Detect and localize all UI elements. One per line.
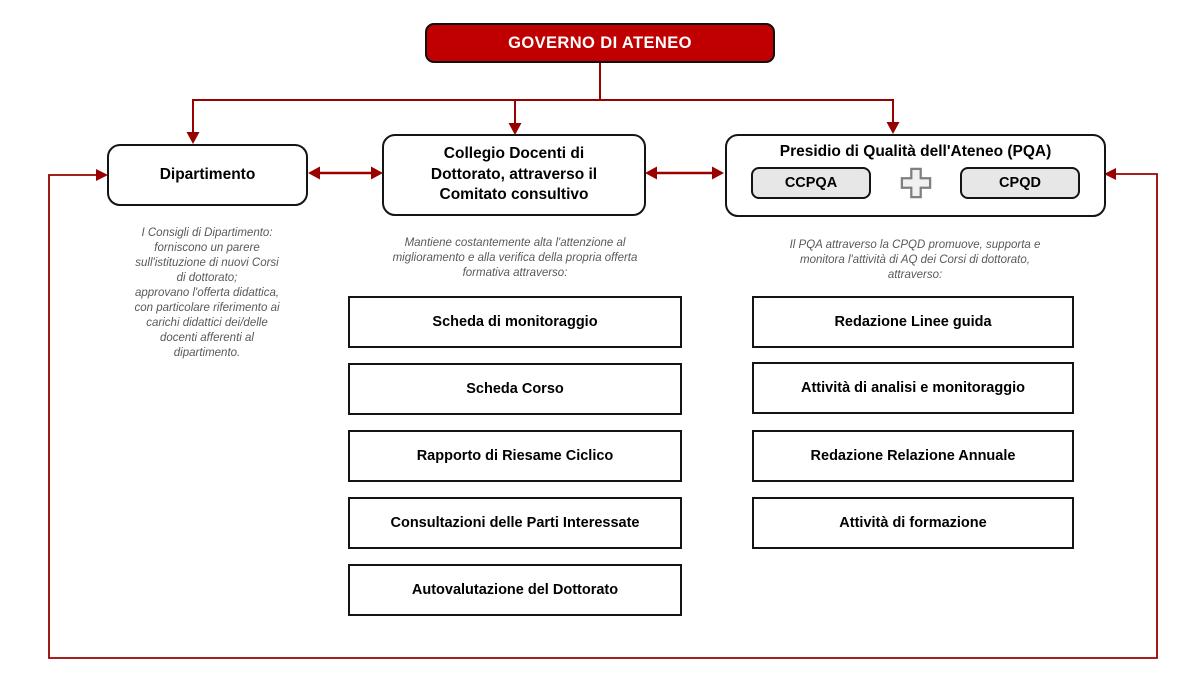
dipartimento-box: Dipartimento — [107, 144, 308, 206]
collegio-item-autovalutazione: Autovalutazione del Dottorato — [348, 564, 682, 616]
collegio-description: Mantiene costantemente alta l'attenzione… — [392, 237, 638, 279]
loop-arrow-into-pqa-icon — [1104, 168, 1116, 180]
loop-arrow-into-dipartimento-icon — [96, 169, 108, 181]
collegio-item-scheda-corso: Scheda Corso — [348, 363, 682, 415]
governo-di-ateneo-box: GOVERNO DI ATENEO — [425, 23, 775, 63]
collegio-docenti-box: Collegio Docenti di Dottorato, attravers… — [382, 134, 646, 216]
cpqd-label: CPQD — [999, 175, 1041, 191]
collegio-item-riesame-ciclico: Rapporto di Riesame Ciclico — [348, 430, 682, 482]
arrow-right-into-collegio-icon — [371, 166, 383, 180]
arrow-down-dipartimento-icon — [186, 132, 200, 144]
feedback-loop-line — [48, 173, 1158, 659]
pqa-title: Presidio di Qualità dell'Ateneo (PQA) — [779, 143, 1052, 160]
pqa-description: Il PQA attraverso la CPQD promuove, supp… — [789, 239, 1041, 281]
collegio-item-consultazioni: Consultazioni delle Parti Interessate — [348, 497, 682, 549]
pqa-item-relazione-annuale: Redazione Relazione Annuale — [752, 430, 1074, 482]
arrow-right-into-pqa-icon — [712, 166, 724, 180]
pqa-item-formazione: Attività di formazione — [752, 497, 1074, 549]
pqa-item-linee-guida: Redazione Linee guida — [752, 296, 1074, 348]
dipartimento-label: Dipartimento — [159, 166, 256, 183]
ccpqa-label: CCPQA — [784, 175, 838, 191]
collegio-docenti-label: Collegio Docenti di Dottorato, attravers… — [430, 145, 598, 204]
arrow-left-into-dipartimento-icon — [308, 166, 320, 180]
dipartimento-description: I Consigli di Dipartimento: forniscono u… — [134, 227, 280, 359]
collegio-item-scheda-monitoraggio: Scheda di monitoraggio — [348, 296, 682, 348]
governo-di-ateneo-label: GOVERNO DI ATENEO — [508, 33, 692, 52]
ccpqa-badge: CCPQA — [751, 167, 871, 199]
pqa-badges-row: CCPQA CPQD — [727, 161, 1104, 200]
pqa-item-analisi-monitoraggio: Attività di analisi e monitoraggio — [752, 362, 1074, 414]
arrow-down-collegio-icon — [508, 123, 522, 135]
pqa-box: Presidio di Qualità dell'Ateneo (PQA) CC… — [725, 134, 1106, 217]
cpqd-badge: CPQD — [960, 167, 1080, 199]
arrow-down-pqa-icon — [886, 122, 900, 134]
arrow-left-into-collegio-icon — [645, 166, 657, 180]
plus-icon — [900, 167, 931, 199]
